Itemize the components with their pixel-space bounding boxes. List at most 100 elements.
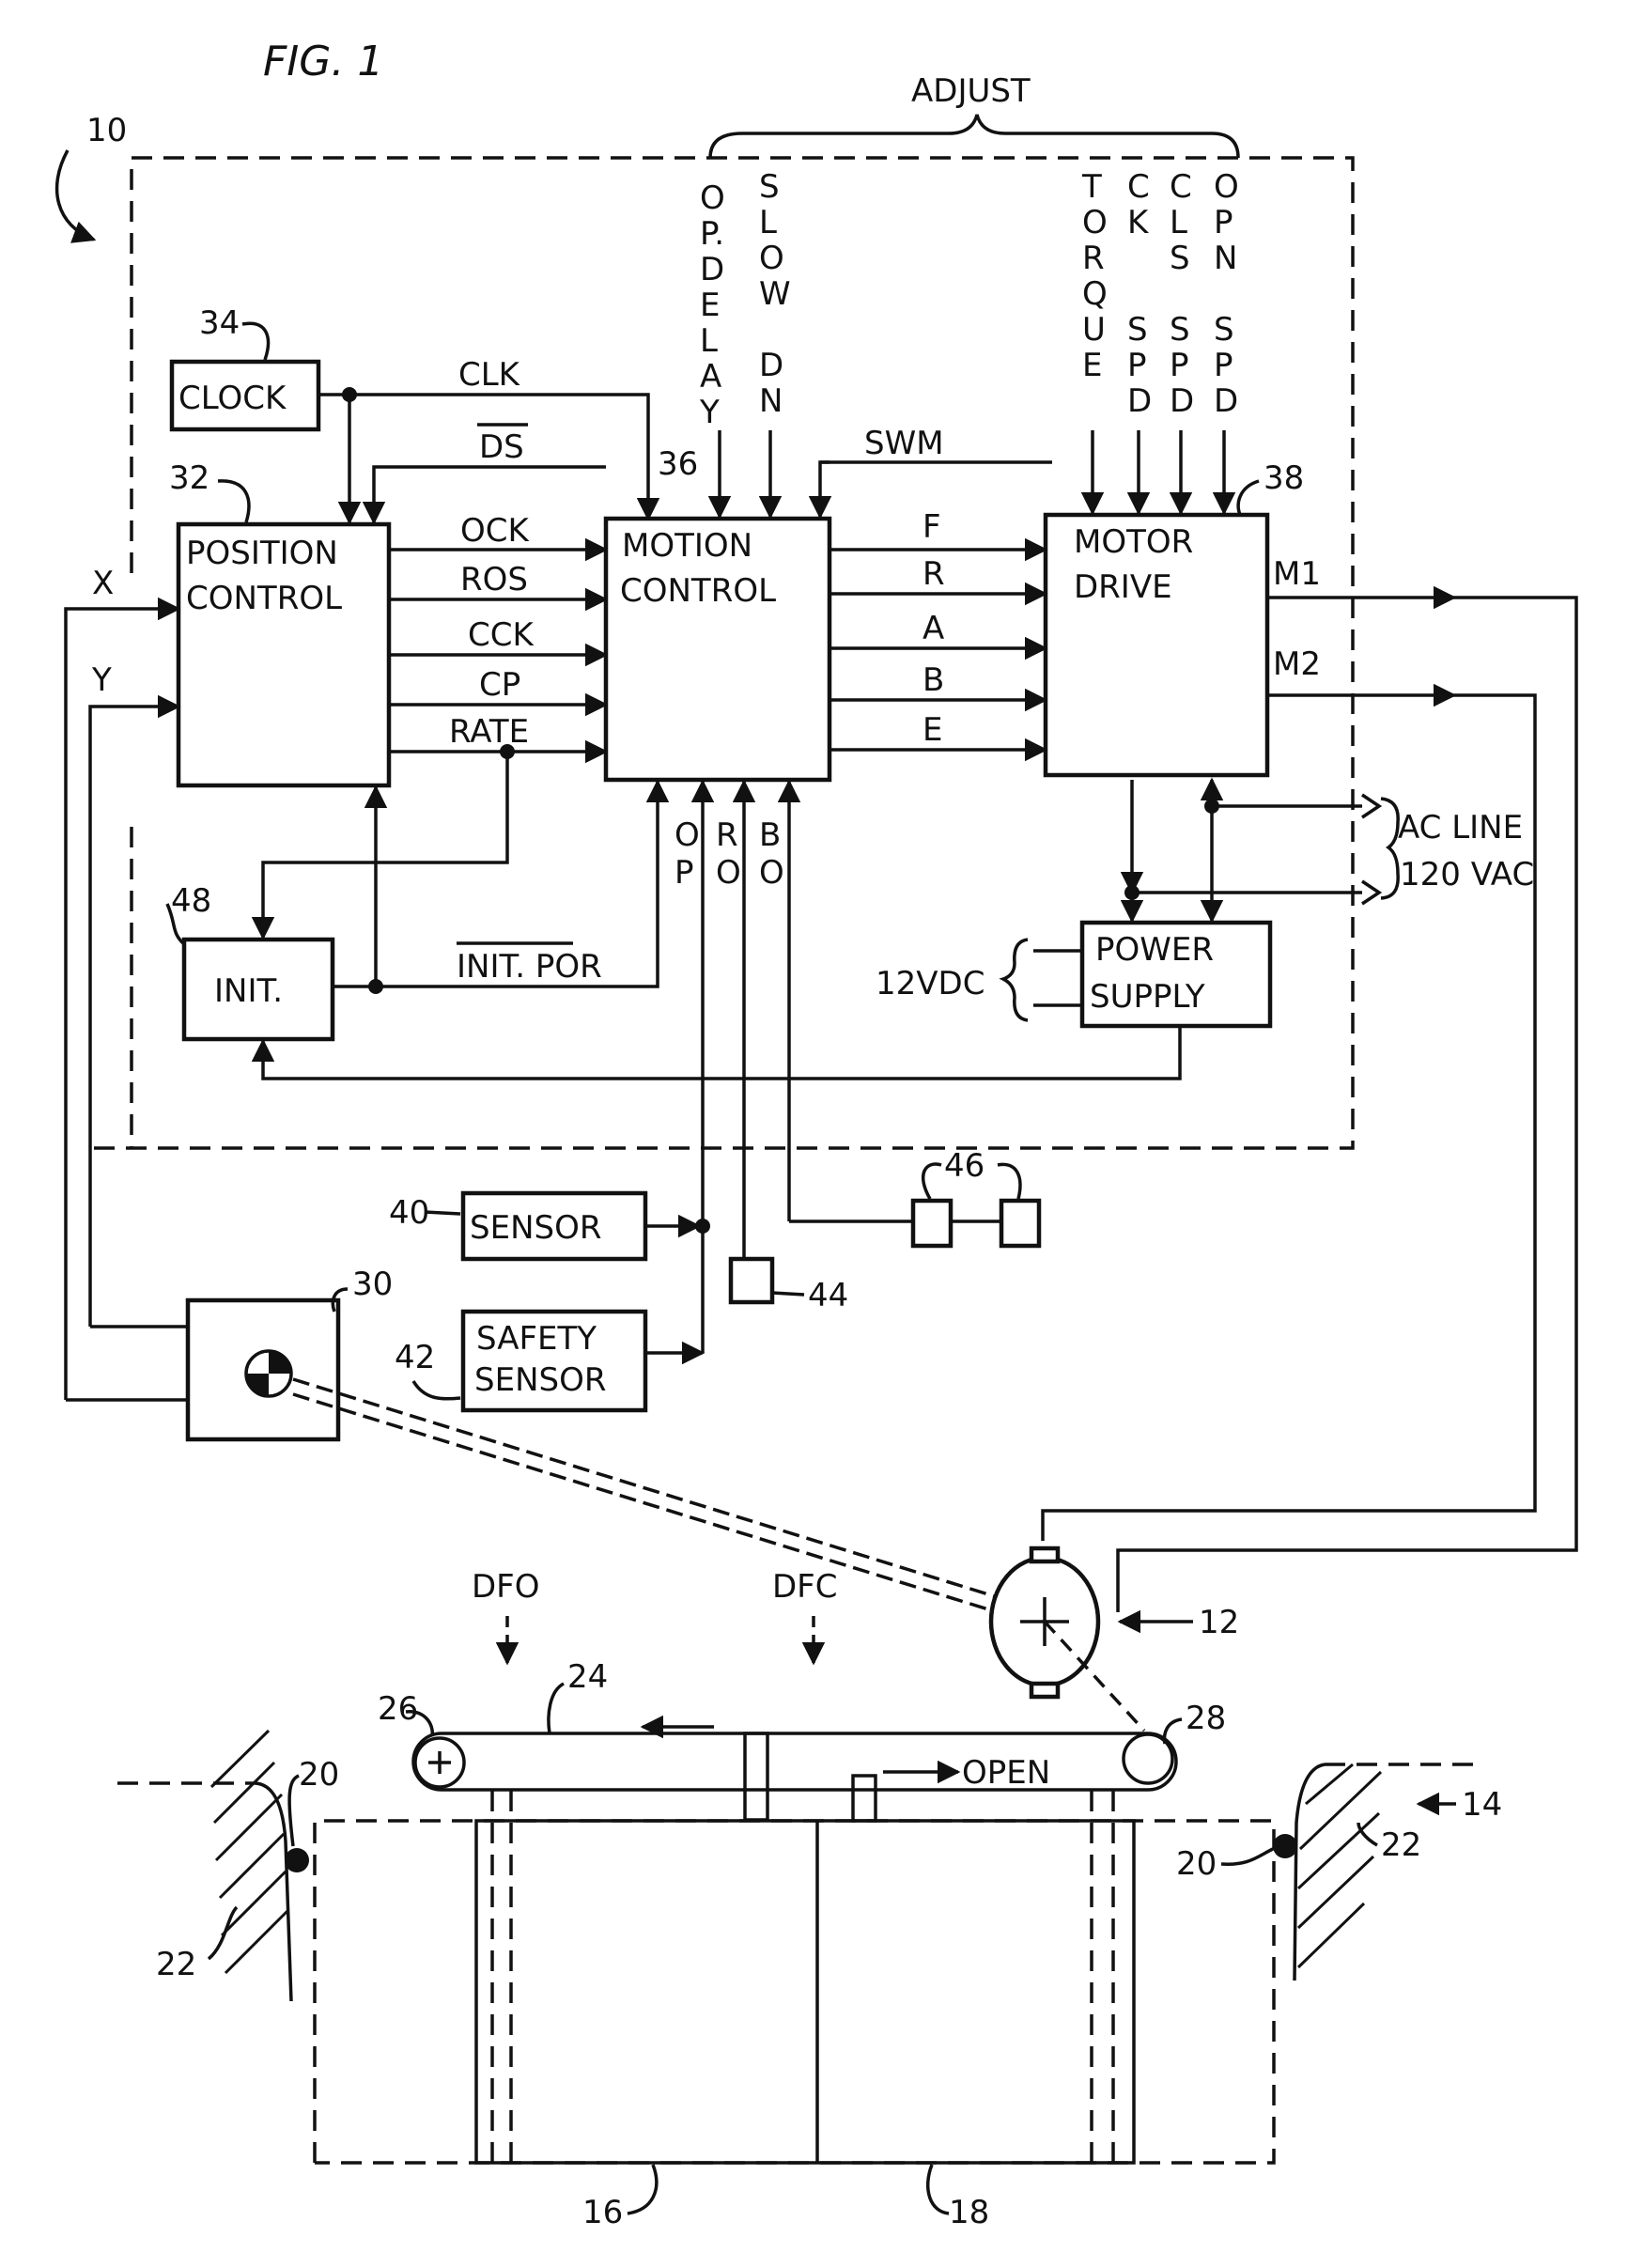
sig-cp: CP [479, 666, 520, 704]
svg-text:U: U [1082, 311, 1106, 349]
ref-10: 10 [86, 112, 127, 149]
component-46b [1001, 1201, 1039, 1246]
svg-text:O: O [700, 179, 725, 217]
svg-text:P.: P. [700, 215, 724, 253]
component-44 [731, 1259, 772, 1302]
safety-sensor-label-2: SENSOR [474, 1361, 606, 1399]
component-46a [913, 1201, 951, 1246]
m2-label: M2 [1273, 645, 1321, 683]
svg-text:N: N [759, 382, 783, 420]
svg-text:N: N [1214, 240, 1237, 277]
vdc-label: 12VDC [876, 965, 985, 1002]
figure-title: FIG. 1 [263, 38, 383, 85]
motion-control-label-1: MOTION [622, 527, 752, 565]
sensor-label: SENSOR [470, 1209, 601, 1247]
svg-text:O: O [759, 240, 784, 277]
ref-24: 24 [567, 1658, 608, 1696]
ref-48: 48 [171, 882, 211, 920]
svg-text:C: C [1170, 168, 1192, 206]
sig-a: A [923, 610, 944, 647]
init-por-label: INIT. POR [457, 948, 602, 986]
svg-text:P: P [1214, 347, 1233, 384]
adjust-label: ADJUST [911, 72, 1031, 110]
svg-text:Q: Q [1082, 275, 1108, 313]
safety-sensor-label-1: SAFETY [476, 1320, 597, 1358]
svg-text:T: T [1081, 168, 1102, 206]
svg-text:W: W [759, 275, 791, 313]
svg-text:S: S [759, 168, 780, 206]
svg-text:L: L [700, 322, 718, 360]
swm-label: SWM [864, 425, 944, 462]
open-label: OPEN [962, 1754, 1050, 1792]
ref-26: 26 [378, 1690, 418, 1728]
position-control-label-1: POSITION [186, 535, 338, 572]
sig-cck: CCK [468, 616, 535, 654]
svg-text:O: O [759, 854, 784, 892]
svg-text:R: R [1082, 240, 1105, 277]
svg-text:O: O [716, 854, 741, 892]
svg-text:R: R [716, 816, 738, 854]
shaft-link-a [293, 1379, 1052, 1614]
clamp-a [745, 1733, 767, 1820]
adjust-input-arrows [720, 430, 1224, 517]
sig-r: R [923, 555, 945, 593]
adjust-cls-spd: C L S S P D [1170, 168, 1194, 420]
adjust-torque: T O R Q U E [1081, 168, 1108, 384]
svg-text:S: S [1214, 311, 1234, 349]
svg-text:D: D [700, 251, 724, 288]
init-label: INIT. [214, 972, 283, 1010]
svg-text:S: S [1170, 311, 1190, 349]
ds-label: DS [479, 428, 524, 466]
power-supply-label-1: POWER [1095, 931, 1214, 969]
svg-text:K: K [1127, 204, 1150, 241]
vdc-brace [1003, 940, 1028, 1020]
sig-ock: OCK [460, 512, 531, 550]
svg-text:P: P [1127, 347, 1147, 384]
ref-38: 38 [1264, 459, 1304, 497]
adjust-ck-spd: C K S P D [1127, 168, 1152, 420]
svg-text:D: D [1170, 382, 1194, 420]
svg-text:O: O [1082, 204, 1108, 241]
ac-line-brace [1381, 799, 1398, 898]
ref-34: 34 [199, 304, 240, 342]
sig-b: B [923, 661, 944, 699]
motor-drive-label-1: MOTOR [1074, 523, 1193, 561]
svg-text:L: L [759, 204, 777, 241]
ref-10-arrow [57, 150, 94, 240]
sig-f: F [923, 508, 941, 546]
clamp-b [853, 1776, 876, 1821]
svg-text:P: P [674, 854, 694, 892]
power-supply-label-2: SUPPLY [1090, 978, 1205, 1016]
ref-30: 30 [352, 1266, 393, 1303]
ref-16: 16 [582, 2194, 623, 2231]
svg-text:D: D [1214, 382, 1238, 420]
door-panels [476, 1821, 1134, 2163]
svg-text:B: B [759, 816, 781, 854]
ref-14: 14 [1462, 1786, 1502, 1824]
svg-text:A: A [700, 358, 721, 396]
shaft-link-b [293, 1394, 1052, 1629]
sig-ros: ROS [460, 561, 528, 598]
x-label: X [92, 565, 114, 602]
ref-28: 28 [1186, 1700, 1226, 1737]
ref-12: 12 [1199, 1604, 1239, 1641]
ref-44: 44 [808, 1277, 848, 1314]
ref-20-right: 20 [1176, 1845, 1217, 1883]
ref-22-right: 22 [1381, 1826, 1421, 1864]
svg-text:L: L [1170, 204, 1187, 241]
svg-text:D: D [759, 347, 783, 384]
adjust-opn-spd: O P N S P D [1214, 168, 1239, 420]
svg-text:Y: Y [699, 394, 720, 431]
adjust-brace [710, 115, 1238, 158]
motor-drive-label-2: DRIVE [1074, 568, 1172, 606]
svg-text:O: O [674, 816, 700, 854]
ref-18: 18 [949, 2194, 989, 2231]
seal-20-left [285, 1848, 309, 1872]
ref-20-left: 20 [299, 1756, 339, 1794]
motion-inputs: O P R O B O [674, 816, 784, 892]
position-control-label-2: CONTROL [186, 580, 342, 617]
svg-text:C: C [1127, 168, 1150, 206]
adjust-op-delay: O P. D E L A Y [699, 179, 725, 431]
